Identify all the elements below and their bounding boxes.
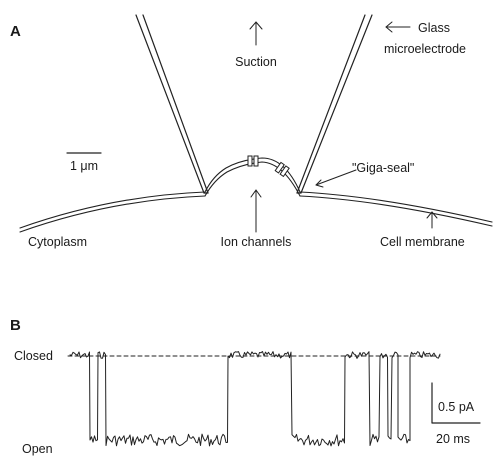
panel-b-letter: B <box>10 317 21 334</box>
open-label: Open <box>22 442 53 456</box>
current-trace <box>69 351 441 447</box>
cytoplasm-label: Cytoplasm <box>28 235 87 249</box>
scale-time-label: 20 ms <box>436 432 470 446</box>
ion-channels-arrow <box>250 189 262 233</box>
ion-channel-2 <box>274 161 290 178</box>
panel-b: B Closed Open 0.5 pA 20 ms <box>10 317 481 456</box>
scale-bar-a-label: 1 μm <box>70 159 98 173</box>
closed-label: Closed <box>14 349 53 363</box>
cell-membrane-inner <box>19 195 493 233</box>
glass-label-line1: Glass <box>418 21 450 35</box>
suction-label: Suction <box>235 55 277 69</box>
glass-label-line2: microelectrode <box>384 42 466 56</box>
panel-a-letter: A <box>10 23 21 40</box>
cell-membrane-arrow <box>426 211 438 229</box>
cell-membrane-label: Cell membrane <box>380 235 465 249</box>
scale-bar-b <box>431 382 481 424</box>
ion-channel-1 <box>247 155 259 167</box>
panel-a: A Suction <box>10 14 493 249</box>
scale-current-label: 0.5 pA <box>438 400 475 414</box>
suction-arrow <box>249 21 263 46</box>
giga-seal-label: "Giga-seal" <box>352 161 414 175</box>
cell-membrane-outer <box>19 157 493 229</box>
ion-channels-label: Ion channels <box>221 235 292 249</box>
glass-arrow <box>385 21 411 33</box>
glass-microelectrode <box>135 14 373 194</box>
giga-seal-arrow <box>315 169 357 188</box>
